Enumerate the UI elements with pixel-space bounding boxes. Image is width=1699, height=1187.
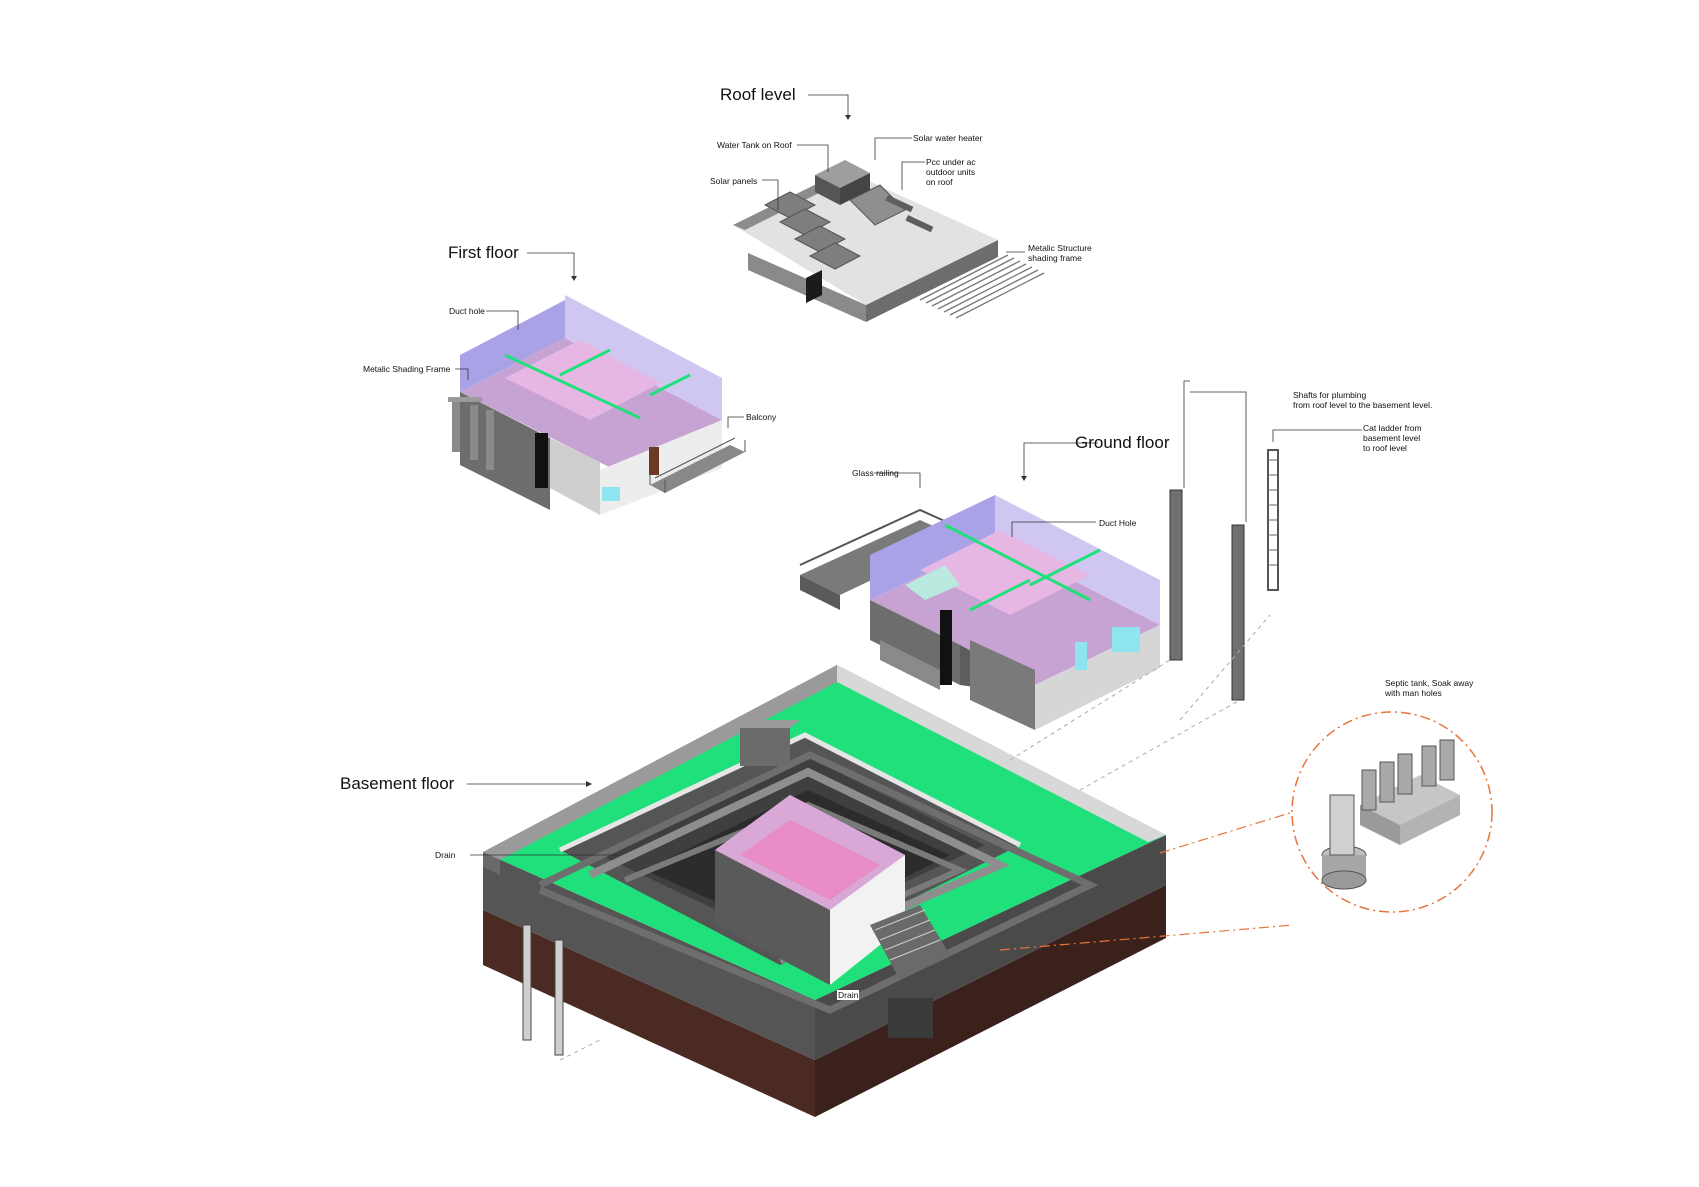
- drain-label-left: Drain: [435, 850, 456, 860]
- shafts-label: Shafts for plumbing from roof level to t…: [1293, 390, 1433, 410]
- water-tank-label: Water Tank on Roof: [717, 140, 792, 150]
- arrow-heads: [571, 115, 1027, 787]
- roof-level-title: Roof level: [720, 85, 796, 104]
- cat-ladder-label: Cat ladder from basement level to roof l…: [1363, 423, 1422, 453]
- first-floor-block: [448, 295, 746, 515]
- septic-tank-label: Septic tank, Soak away with man holes: [1385, 678, 1474, 698]
- ground-floor-block: [559, 449, 1279, 1061]
- glass-railing-label: Glass railing: [852, 468, 899, 478]
- roof-level-block: [733, 160, 1045, 322]
- solar-panels-label: Solar panels: [710, 176, 758, 186]
- metalic-shading-frame-label: Metalic Shading Frame: [363, 364, 451, 374]
- leader-lines: [455, 94, 1362, 856]
- duct-hole-first-label: Duct hole: [449, 306, 485, 316]
- septic-tank-block: [999, 711, 1493, 951]
- drain-label-center: Drain: [837, 990, 860, 1000]
- balcony-label: Balcony: [746, 412, 777, 422]
- basement-block: [483, 665, 1166, 1117]
- duct-hole-ground-label: Duct Hole: [1099, 518, 1137, 528]
- first-floor-title: First floor: [448, 243, 519, 262]
- metalic-structure-label: Metalic Structure shading frame: [1028, 243, 1092, 263]
- basement-floor-title: Basement floor: [340, 774, 455, 793]
- pcc-ac-label: Pcc under ac outdoor units on roof: [926, 157, 976, 187]
- solar-heater-label: Solar water heater: [913, 133, 983, 143]
- ground-floor-title: Ground floor: [1075, 433, 1170, 452]
